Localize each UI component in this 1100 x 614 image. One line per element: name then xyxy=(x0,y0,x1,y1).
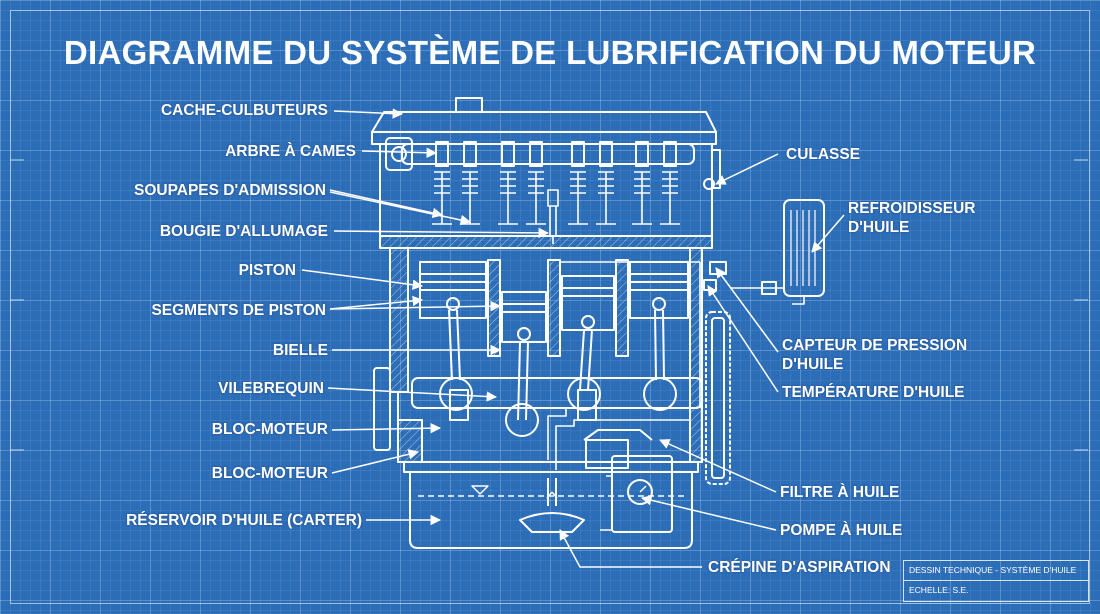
title-block-drawing: DESSIN TECHNIQUE - SYSTÈME D'HUILE xyxy=(904,561,1088,581)
oil-gallery xyxy=(547,261,701,470)
label-refroidisseur-line2: D'HUILE xyxy=(848,219,910,236)
label-culasse: CULASSE xyxy=(786,146,861,163)
label-segments-piston: SEGMENTS DE PISTON xyxy=(151,302,326,319)
crankshaft xyxy=(411,377,703,437)
spark-plug xyxy=(547,189,559,244)
label-arbre-a-cames: ARBRE À CAMES xyxy=(225,143,356,160)
label-vilebrequin: VILEBREQUIN xyxy=(218,380,324,397)
oil-pan xyxy=(403,461,699,549)
label-crepine-aspiration: CRÉPINE D'ASPIRATION xyxy=(708,559,891,576)
frame-ticks xyxy=(10,159,1088,451)
camshaft xyxy=(385,137,695,171)
label-bielle: BIELLE xyxy=(272,342,328,359)
label-reservoir-huile: RÉSERVOIR D'HUILE (CARTER) xyxy=(126,512,362,529)
label-bloc-moteur-1: BLOC-MOTEUR xyxy=(211,421,328,438)
title-block: DESSIN TECHNIQUE - SYSTÈME D'HUILE ECHEL… xyxy=(903,560,1089,602)
label-capteur-line1: CAPTEUR DE PRESSION xyxy=(782,337,968,354)
label-soupapes-admission: SOUPAPES D'ADMISSION xyxy=(133,182,326,199)
valves xyxy=(432,171,680,225)
oil-filter-pump xyxy=(583,429,673,533)
label-temperature-huile: TEMPÉRATURE D'HUILE xyxy=(782,384,965,401)
label-filtre-huile: FILTRE À HUILE xyxy=(780,484,900,501)
oil-pickup xyxy=(519,478,585,533)
valve-cover xyxy=(371,97,717,145)
label-bloc-moteur-2: BLOC-MOTEUR xyxy=(211,465,328,482)
label-cache-culbuteurs: CACHE-CULBUTEURS xyxy=(160,102,328,119)
diagram-title: DIAGRAMME DU SYSTÈME DE LUBRIFICATION DU… xyxy=(63,34,1037,71)
label-bougie-allumage: BOUGIE D'ALLUMAGE xyxy=(159,223,328,240)
label-refroidisseur-line1: REFROIDISSEUR xyxy=(848,200,976,217)
label-pompe-huile: POMPE À HUILE xyxy=(780,522,903,539)
leader-lines xyxy=(301,108,845,568)
label-capteur-line2: D'HUILE xyxy=(782,356,844,373)
label-piston: PISTON xyxy=(238,262,296,279)
oil-cooler xyxy=(730,199,825,305)
flywheel xyxy=(705,311,731,485)
title-block-scale: ECHELLE: S.E. xyxy=(909,585,969,595)
engine-block xyxy=(373,247,703,463)
